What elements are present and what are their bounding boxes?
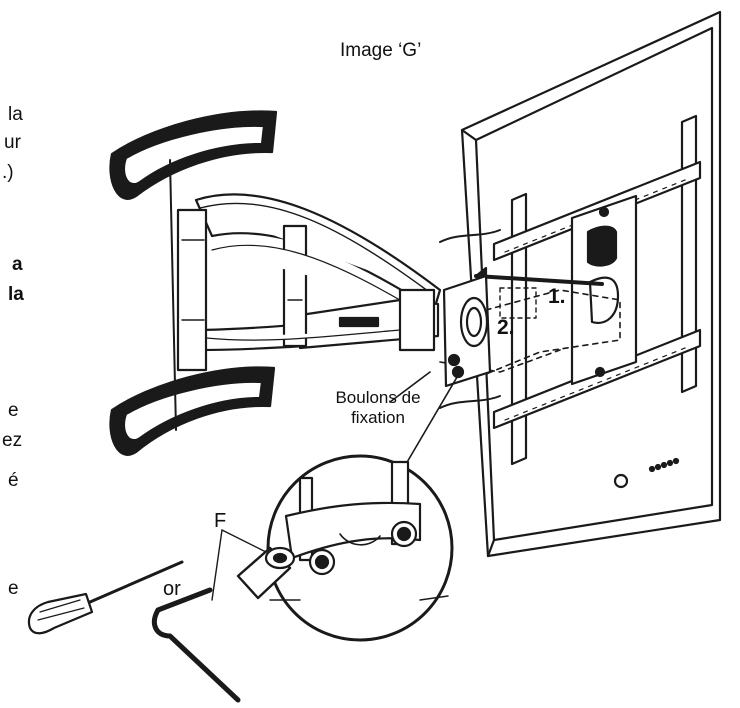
vesa-vertical-rails [510,114,698,466]
step-2-label: 2. [497,316,515,339]
figure-title: Image ‘G’ [340,40,422,61]
side-text-8: é [8,470,19,491]
side-text-6: e [8,400,19,421]
or-label: or [163,578,181,600]
callout-fixing-bolts: Boulons de fixation [316,388,440,428]
screwdriver [27,560,184,635]
socket-tool [236,546,296,600]
callout-line-1: Boulons de [335,388,421,407]
wall-plate [109,110,278,456]
side-text-2: ur [4,132,21,153]
detail-circle [266,454,454,642]
articulating-arm [176,193,442,372]
part-label-f: F [214,510,227,532]
side-text-1: la [8,104,23,125]
side-text-4: a [12,254,23,275]
side-text-9: e [8,578,19,599]
side-text-5: la [8,284,24,305]
hex-key [152,587,241,703]
tv-plate [570,194,638,386]
step-1-label: 1. [548,285,566,308]
callout-line-2: fixation [351,408,405,427]
side-text-3: .) [2,162,14,183]
side-text-7: ez [2,430,23,451]
arm-bracket [442,274,492,388]
